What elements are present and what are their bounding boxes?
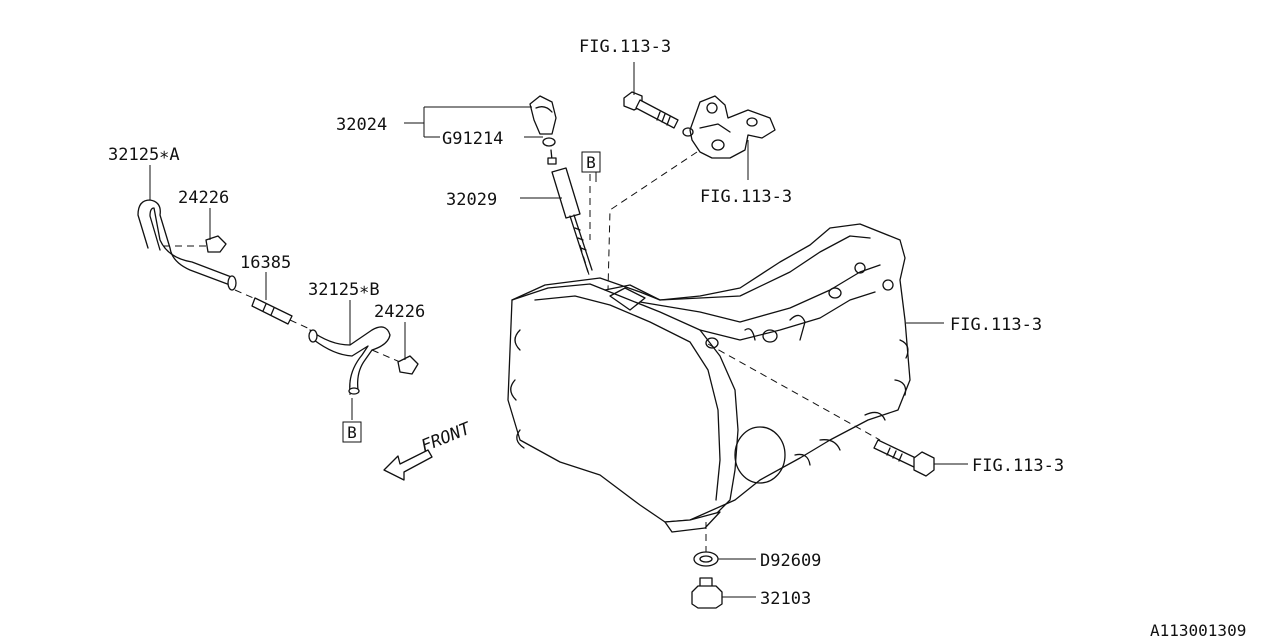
bracket-bolt (623, 91, 694, 137)
label-fig-right: FIG.113-3 (950, 315, 1042, 335)
svg-text:B: B (586, 153, 596, 172)
label-32125a: 32125∗A (108, 145, 180, 165)
transmission-housing (507, 223, 911, 533)
pipe-16385 (251, 297, 293, 325)
label-32029: 32029 (446, 190, 497, 210)
dipstick (529, 95, 593, 273)
callout-b-left: B (342, 421, 362, 443)
drain-plug-32103 (691, 577, 723, 609)
label-32125b: 32125∗B (308, 280, 380, 300)
label-fig-bolt: FIG.113-3 (972, 456, 1064, 476)
hose-32125b (308, 326, 419, 395)
label-16385: 16385 (240, 253, 291, 273)
svg-text:B: B (347, 423, 357, 442)
label-g91214: G91214 (442, 129, 503, 149)
case-bolt (873, 439, 935, 477)
front-arrow: FRONT (383, 418, 475, 481)
label-24226-left: 24226 (178, 188, 229, 208)
front-label: FRONT (418, 418, 475, 456)
washer-d92609 (693, 551, 719, 567)
label-24226-right: 24226 (374, 302, 425, 322)
label-fig-top: FIG.113-3 (579, 37, 671, 57)
callout-b-top: B (581, 151, 601, 173)
label-d92609: D92609 (760, 551, 821, 571)
diagram-id: A113001309 (1150, 621, 1246, 640)
mount-bracket (689, 95, 776, 159)
label-fig-bracket: FIG.113-3 (700, 187, 792, 207)
label-32024: 32024 (336, 115, 387, 135)
label-32103: 32103 (760, 589, 811, 609)
hose-32125a (137, 199, 237, 291)
